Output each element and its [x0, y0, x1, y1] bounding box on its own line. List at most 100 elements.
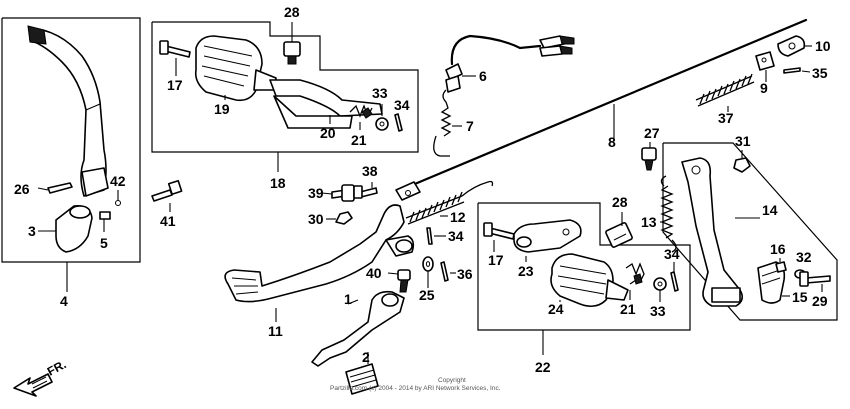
pin-38	[353, 185, 378, 199]
callout-29: 29	[812, 293, 828, 309]
callout-26: 26	[14, 181, 30, 197]
callout-30: 30	[308, 211, 324, 227]
switch-6	[445, 34, 575, 93]
shift-lever-1	[311, 290, 405, 367]
cotter-pin-36	[440, 261, 449, 282]
callout-34-mid: 34	[448, 228, 464, 244]
nut-30	[335, 211, 353, 225]
callout-9: 9	[760, 80, 768, 96]
kick-clip	[115, 200, 121, 206]
group-box-22	[477, 202, 691, 331]
callout-39: 39	[308, 185, 324, 201]
callout-28-upper: 28	[284, 4, 300, 20]
callout-34-upper: 34	[394, 97, 410, 113]
spring-12	[405, 180, 494, 225]
pin-16	[775, 261, 787, 273]
callout-23: 23	[518, 263, 534, 279]
footpeg-24	[550, 253, 629, 308]
callout-17-upper: 17	[167, 77, 183, 93]
group-box-18	[151, 21, 419, 153]
callout-4: 4	[60, 293, 68, 309]
callout-13: 13	[641, 214, 657, 230]
joint-9	[755, 51, 775, 71]
kick-starter-arm	[27, 25, 109, 197]
footpeg-19	[194, 35, 277, 102]
cotter-pin-34-lower	[670, 271, 679, 292]
brake-pedal-11	[224, 204, 415, 303]
kick-starter-boss	[55, 204, 93, 253]
footpeg-bracket-20	[269, 79, 383, 129]
callout-17-lower: 17	[488, 252, 504, 268]
washer-25	[422, 256, 434, 272]
leader-40	[387, 272, 399, 275]
callout-33-upper: 33	[372, 85, 388, 101]
leader-1	[347, 299, 359, 305]
callout-25: 25	[419, 287, 435, 303]
callout-40: 40	[366, 265, 382, 281]
brake-rod-8	[395, 18, 808, 201]
bolt-29	[799, 271, 831, 287]
kick-bolt	[37, 182, 73, 194]
bolt-28-lower	[605, 222, 633, 248]
callout-21-lower: 21	[620, 301, 636, 317]
callout-24: 24	[548, 301, 564, 317]
callout-1: 1	[344, 291, 352, 307]
callout-31: 31	[735, 133, 751, 149]
cotter-pin-34-mid	[426, 227, 433, 245]
leader-39	[321, 192, 333, 195]
nut-31	[733, 157, 751, 173]
callout-28-lower: 28	[612, 194, 628, 210]
callout-10: 10	[815, 38, 831, 54]
callout-22: 22	[535, 359, 551, 375]
bracket-23	[513, 219, 582, 253]
side-stand-14	[681, 157, 744, 307]
callout-7: 7	[466, 118, 474, 134]
callout-42: 42	[110, 173, 126, 189]
spring-13	[660, 175, 677, 253]
callout-18: 18	[270, 175, 286, 191]
callout-35: 35	[812, 65, 828, 81]
copyright-line1: Copyright	[438, 377, 466, 384]
bolt-17-upper	[159, 40, 191, 58]
callout-19: 19	[214, 101, 230, 117]
callout-16: 16	[770, 241, 786, 257]
bolt-27	[641, 147, 657, 171]
callout-33-lower: 33	[650, 303, 666, 319]
spring-21-lower	[625, 262, 645, 285]
callout-38: 38	[362, 163, 378, 179]
callout-15: 15	[792, 289, 808, 305]
group-box-4	[1, 17, 141, 263]
adjuster-nut-10	[777, 35, 806, 57]
callout-14: 14	[762, 202, 778, 218]
callout-11: 11	[268, 323, 283, 339]
callout-32: 32	[796, 249, 812, 265]
callout-36: 36	[457, 266, 473, 282]
callout-34-lower: 34	[664, 246, 680, 262]
callout-12: 12	[450, 209, 466, 225]
pin-35	[783, 67, 801, 74]
spring-37	[695, 73, 755, 107]
callout-2: 2	[362, 349, 370, 365]
callout-41: 41	[160, 213, 176, 229]
callout-6: 6	[479, 68, 487, 84]
callout-labels: 28 17 19 20 21 33 34 18 6 7 8 10 35 9 37…	[14, 4, 831, 375]
spring-21-upper	[349, 104, 373, 119]
bolt-40	[397, 269, 411, 293]
callout-20: 20	[320, 125, 336, 141]
callout-5: 5	[100, 235, 108, 251]
copyright-line2: Partzilla.com (c) 2004 - 2014 by ARI Net…	[330, 385, 501, 392]
washer-33-lower	[653, 277, 667, 291]
bolt-41	[151, 179, 183, 202]
callout-3: 3	[28, 223, 36, 239]
bolt-28-upper	[283, 41, 301, 65]
leader-35	[801, 70, 811, 73]
callout-27: 27	[644, 125, 660, 141]
bolt-17-lower	[483, 222, 515, 240]
callout-21-upper: 21	[351, 132, 367, 148]
bolt-39	[331, 184, 355, 202]
front-direction-arrow-icon	[13, 373, 53, 397]
shift-rubber-2	[345, 363, 379, 395]
cotter-pin-34-upper	[394, 113, 403, 132]
